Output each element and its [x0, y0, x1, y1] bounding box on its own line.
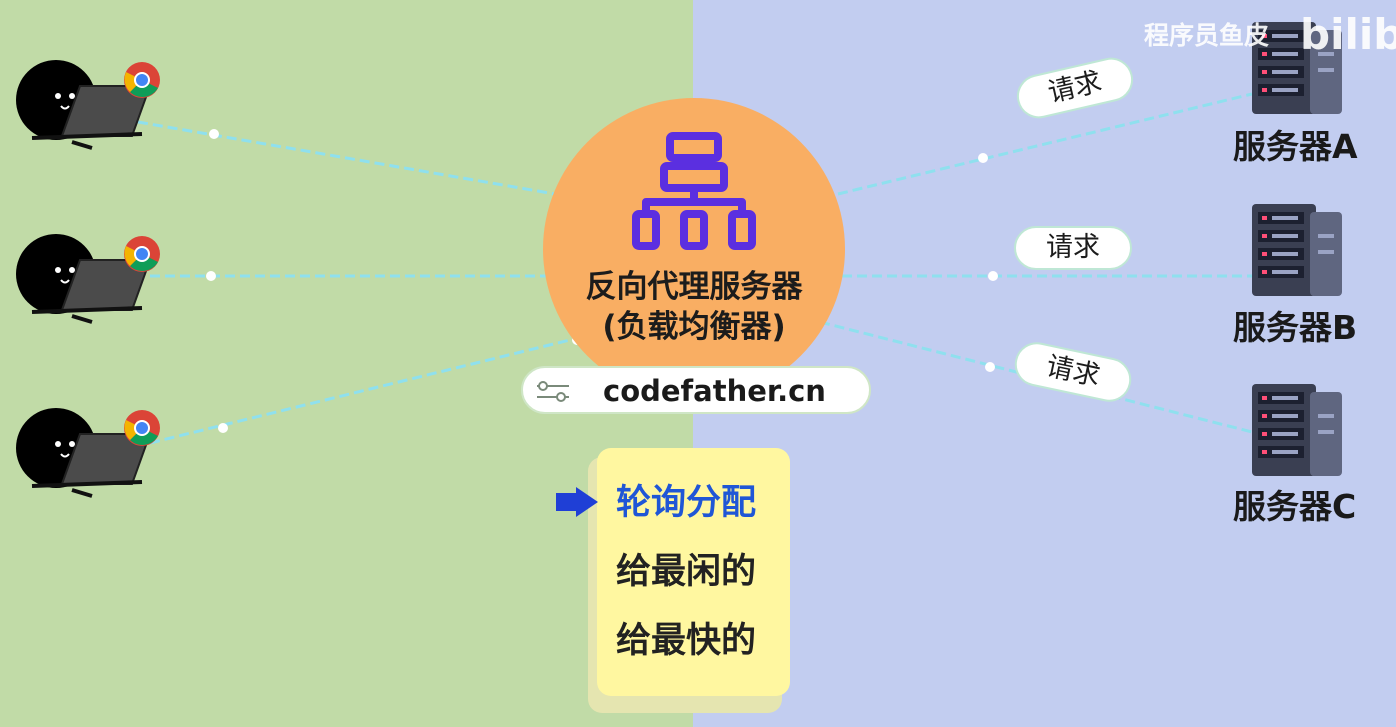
strategy-round-robin[interactable]: 轮询分配 [616, 483, 757, 523]
server-rack-icon [1252, 22, 1342, 114]
hub-title: 反向代理服务器 [585, 269, 803, 305]
server-a-label: 服务器A [1233, 127, 1358, 166]
chrome-icon [124, 62, 160, 98]
user-with-laptop-icon [16, 408, 152, 498]
user-with-laptop-icon [16, 234, 152, 324]
hub-subtitle: (负载均衡器) [602, 309, 786, 345]
url-text: codefather.cn [603, 374, 826, 408]
request-label-b: 请求 [1014, 226, 1132, 270]
client-1-connection [137, 120, 556, 196]
line-dot [206, 271, 216, 281]
client-3-connection [149, 336, 579, 445]
line-dot [218, 423, 228, 433]
strategy-fastest[interactable]: 给最快的 [616, 621, 757, 661]
strategy-least-busy[interactable]: 给最闲的 [616, 552, 757, 592]
chrome-icon [124, 410, 160, 446]
arrow-right-icon [556, 487, 598, 517]
client-user-3 [12, 404, 162, 504]
line-dot [988, 271, 998, 281]
chrome-icon [124, 236, 160, 272]
server-b-label: 服务器B [1233, 308, 1358, 347]
line-dot [978, 153, 988, 163]
author-watermark: 程序员鱼皮 [1144, 21, 1270, 50]
url-bar[interactable]: codefather.cn [521, 366, 871, 414]
server-a-connection [837, 92, 1253, 196]
brand-watermark: bilibili [1300, 10, 1396, 59]
server-c-label: 服务器C [1233, 487, 1357, 526]
client-user-1 [12, 56, 162, 156]
network-hierarchy-icon [632, 132, 756, 250]
client-user-2 [12, 230, 162, 330]
settings-sliders-icon [537, 381, 569, 402]
line-dot [209, 129, 219, 139]
line-dot [985, 362, 995, 372]
server-rack-icon [1252, 204, 1342, 296]
server-rack-icon [1252, 384, 1342, 476]
strategy-note [597, 448, 790, 696]
